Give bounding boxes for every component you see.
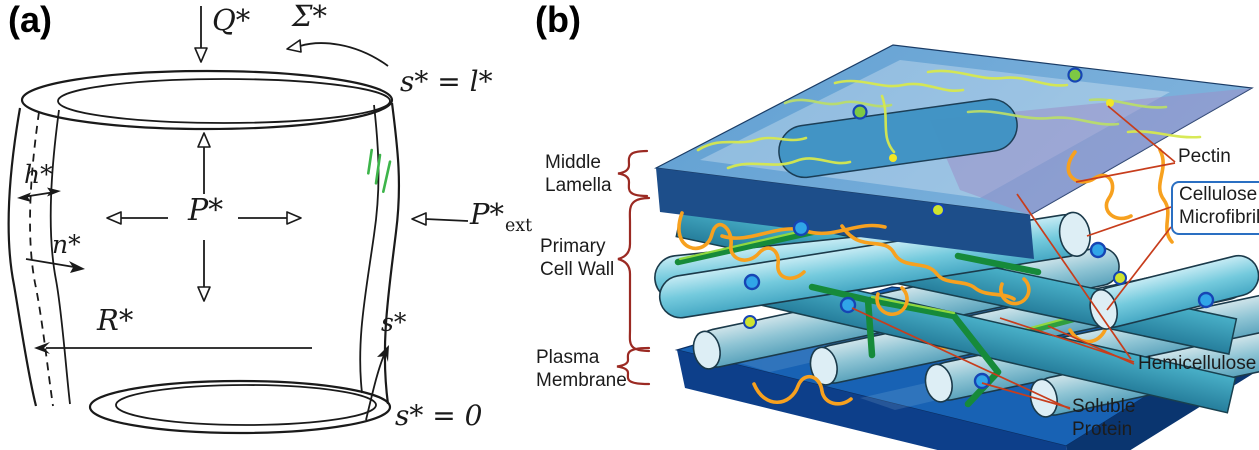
part-label-hemicellulose: Hemicellulose [1138,353,1257,374]
soluble-protein-leader [851,307,1071,410]
hemicellulose-leader [1016,193,1132,360]
pectin-leader [1107,105,1176,163]
external-pressure-arrow [411,212,469,226]
label-radius: R* [97,303,134,337]
label-wall-thickness: h* [24,160,53,189]
cell-wall-illustration [616,44,1259,450]
embedded-microfibril-capsule [778,98,1018,179]
layer-label-plasma-membrane: Plasma Membrane [536,347,627,391]
leader-lines [851,105,1176,410]
soluble-protein-dots [743,203,1215,390]
panel-b-cell-wall-structure: (b) Middle Lamella Primary Cell Wall Pla… [530,0,1259,450]
torque-arrow [286,39,389,67]
bottom-rim [88,379,392,435]
label-s-equals-0: s* = 0 [395,399,483,432]
part-label-soluble-protein: Soluble Protein [1072,396,1136,440]
cellulose-leader [1106,226,1172,311]
pectin-strands-top [696,69,1202,170]
middle-lamella-brace [617,149,649,198]
top-rim [20,69,394,131]
plasma-membrane-brace [616,346,651,386]
label-normal-vector: n* [52,230,81,259]
normal-vector-arrow [25,258,85,273]
panel-a-tag: (a) [8,0,52,40]
panel-a-cell-schematic: (a) Q* Σ* s* = l* h* n* P* P*ext R* s* s… [0,0,533,450]
layer-label-middle-lamella: Middle Lamella [545,152,612,196]
pectin-end-dot [889,154,897,162]
pectin-leader [1075,162,1176,183]
part-label-pectin: Pectin [1178,146,1231,167]
primary-cell-wall-brace [617,196,651,353]
internal-pressure-arrows [106,132,302,302]
label-internal-pressure: P* [188,193,224,228]
wall-centerline [29,111,54,407]
label-s-equals-l: s* = l* [400,65,493,98]
arc-length-arrow [365,345,389,421]
protein-dot [1067,67,1083,83]
radius-arrow [34,342,312,354]
label-axial-load: Q* [212,3,251,37]
layer-braces [616,149,651,386]
label-external-pressure: P*ext [470,197,533,236]
label-torque: Σ* [292,0,328,33]
layer-label-primary-cell-wall: Primary Cell Wall [540,236,615,280]
panel-b-tag: (b) [535,0,581,40]
hatch-marks [366,148,392,193]
cell-pressure-vessel-drawing [7,6,469,435]
protein-dot [852,104,868,120]
pectin-end-dot [1106,99,1114,107]
axial-load-arrow [194,6,208,63]
hemicellulose-leader [1047,325,1135,365]
label-arc-length: s* [381,308,407,337]
soluble-protein-leader [981,382,1071,409]
middle-lamella-slab [654,44,1254,259]
part-label-cellulose-microfibril: Cellulose Microfibril [1171,181,1259,235]
wall-thickness-arrow [17,187,61,202]
cellulose-leader [1086,206,1172,237]
